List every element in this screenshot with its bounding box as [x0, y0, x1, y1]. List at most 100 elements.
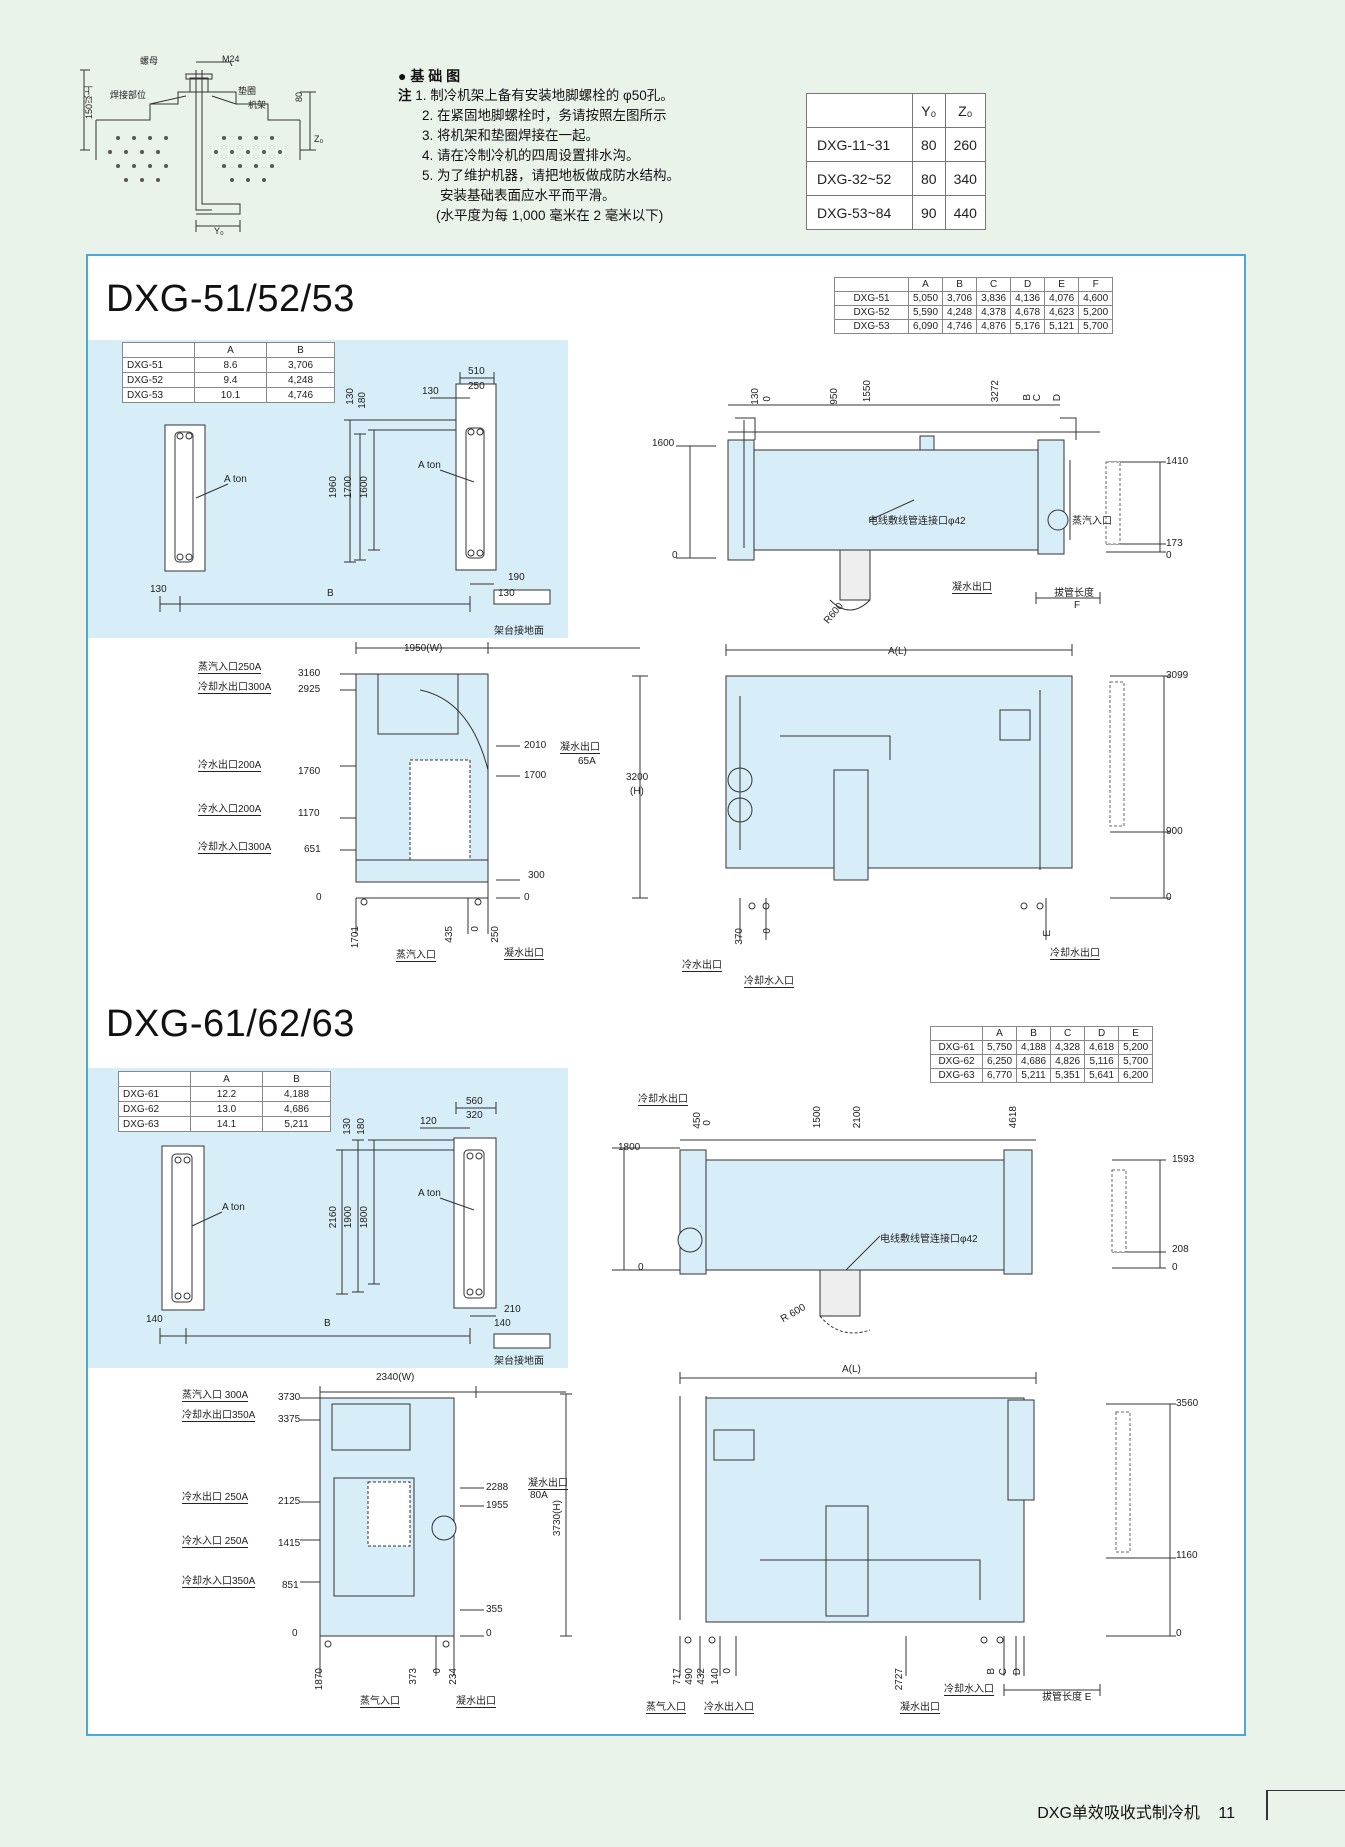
front61-steam-in: 蒸气入口: [646, 1698, 686, 1714]
top51-z0b: 0: [1166, 550, 1172, 561]
front51-al: A(L): [888, 646, 907, 657]
table-cell: A: [190, 1071, 263, 1087]
y0-label: Y₀: [214, 226, 224, 236]
frame-label: 机架: [248, 100, 267, 110]
side61-v2288: 2288: [486, 1482, 509, 1493]
front51-cool-out: 冷却水出口: [1050, 944, 1100, 960]
note-4: 4. 请在冷制冷机的四周设置排水沟。: [422, 148, 640, 163]
front61-drain: 凝水出口: [900, 1698, 940, 1714]
table-cell: 5,050: [907, 291, 944, 306]
front51-chill-out: 冷水出口: [682, 956, 722, 972]
top51-steam-in: 蒸汽入口: [1072, 516, 1112, 527]
table-cell: DXG-11~31: [806, 127, 913, 162]
side61-cool-in: 冷却水入口350A: [182, 1572, 256, 1588]
front61-v1160: 1160: [1176, 1550, 1198, 1561]
top51-d1410: 1410: [1166, 456, 1189, 467]
foundation-table: Y₀ Z₀ DXG-11~31 80 260 DXG-32~52 80 340 …: [806, 93, 986, 230]
table-cell: 14.1: [190, 1116, 263, 1132]
front61-cool-in: 冷却水入口: [944, 1680, 994, 1696]
front51-cool-in: 冷却水入口: [744, 972, 794, 988]
table-cell: 4,248: [266, 372, 335, 388]
dim2-140b: 140: [494, 1318, 511, 1329]
table-cell: 6,090: [907, 319, 944, 334]
dim2-320: 320: [466, 1110, 483, 1121]
front61-pull: 拔管长度 E: [1042, 1692, 1092, 1703]
table-cell: DXG-62: [118, 1101, 191, 1117]
table-cell: A: [907, 277, 944, 292]
table-cell: D: [1010, 277, 1046, 292]
table-cell: 8.6: [194, 357, 267, 373]
front61-b432: 432: [696, 1668, 707, 1685]
side61-steam: 蒸汽入口 300A: [182, 1386, 249, 1402]
table-cell: 4,188: [262, 1086, 331, 1102]
side51-v1760: 1760: [298, 766, 321, 777]
table-cell: 4,678: [1010, 305, 1046, 320]
side51-chill-in: 冷水入口200A: [198, 800, 262, 816]
table-cell: 4,136: [1010, 291, 1046, 306]
table-cell: 6,200: [1118, 1068, 1154, 1083]
side51-drain2: 凝水出口: [504, 944, 544, 960]
footer-title: DXG单效吸收式制冷机: [1037, 1805, 1200, 1822]
table-cell: 5,211: [262, 1116, 331, 1132]
side61-v1955: 1955: [486, 1500, 509, 1511]
table-cell: 4,618: [1084, 1040, 1120, 1055]
dim2-120: 120: [420, 1116, 437, 1127]
foundation-drawing: [80, 61, 316, 232]
side51-v300: 300: [528, 870, 545, 881]
base-label-51: 架台接地面: [494, 626, 544, 637]
table-header: A B C D E: [930, 1026, 1154, 1041]
table-cell: 4,600: [1078, 291, 1114, 306]
table-cell: [122, 342, 195, 358]
table-cell: 10.1: [194, 387, 267, 403]
side51-hlabel: (H): [630, 786, 644, 797]
table-cell: DXG-53: [834, 319, 909, 334]
front61-b2727: 2727: [894, 1668, 905, 1691]
front61-v3560: 3560: [1176, 1398, 1199, 1409]
table-cell: 5,750: [981, 1040, 1018, 1055]
dim2-140: 140: [146, 1314, 163, 1325]
front61-b717: 717: [672, 1668, 683, 1685]
top61-z0: 0: [638, 1262, 644, 1273]
table-cell: 5,351: [1050, 1068, 1086, 1083]
front61-b490: 490: [684, 1668, 695, 1685]
side61-v2125: 2125: [278, 1496, 301, 1507]
table-cell: 5,121: [1044, 319, 1080, 334]
table-cell: E: [1118, 1026, 1154, 1041]
front61-b0: 0: [722, 1668, 733, 1674]
table-row: DXG-53~84 90 440: [806, 195, 986, 230]
table-cell: 9.4: [194, 372, 267, 388]
table-cell: DXG-52: [122, 372, 195, 388]
side51-cool-in: 冷却水入口300A: [198, 838, 272, 854]
table-header: A B C D E F: [834, 277, 1114, 292]
table-cell: 5,700: [1118, 1054, 1154, 1069]
footer-divider: [1266, 1790, 1268, 1820]
table-cell: 6,250: [981, 1054, 1018, 1069]
table-cell: DXG-62: [930, 1054, 983, 1069]
table-row: DXG-11~31 80 260: [806, 127, 986, 162]
weld-label: 焊接部位: [110, 90, 147, 100]
table-cell: 5,200: [1078, 305, 1114, 320]
side61-drain: 凝水出口: [528, 1474, 568, 1490]
table-header: A B: [118, 1071, 331, 1087]
front61-al: A(L): [842, 1364, 861, 1375]
side51-drain: 凝水出口: [560, 738, 600, 754]
model-title-61: DXG-61/62/63: [106, 1003, 355, 1045]
table-cell: DXG-61: [118, 1086, 191, 1102]
side61-v355: 355: [486, 1604, 503, 1615]
top61-d1800: 1800: [618, 1142, 641, 1153]
table-cell: 4,876: [976, 319, 1012, 334]
dim-510: 510: [468, 366, 485, 377]
side51-h3200: 3200: [626, 772, 649, 783]
